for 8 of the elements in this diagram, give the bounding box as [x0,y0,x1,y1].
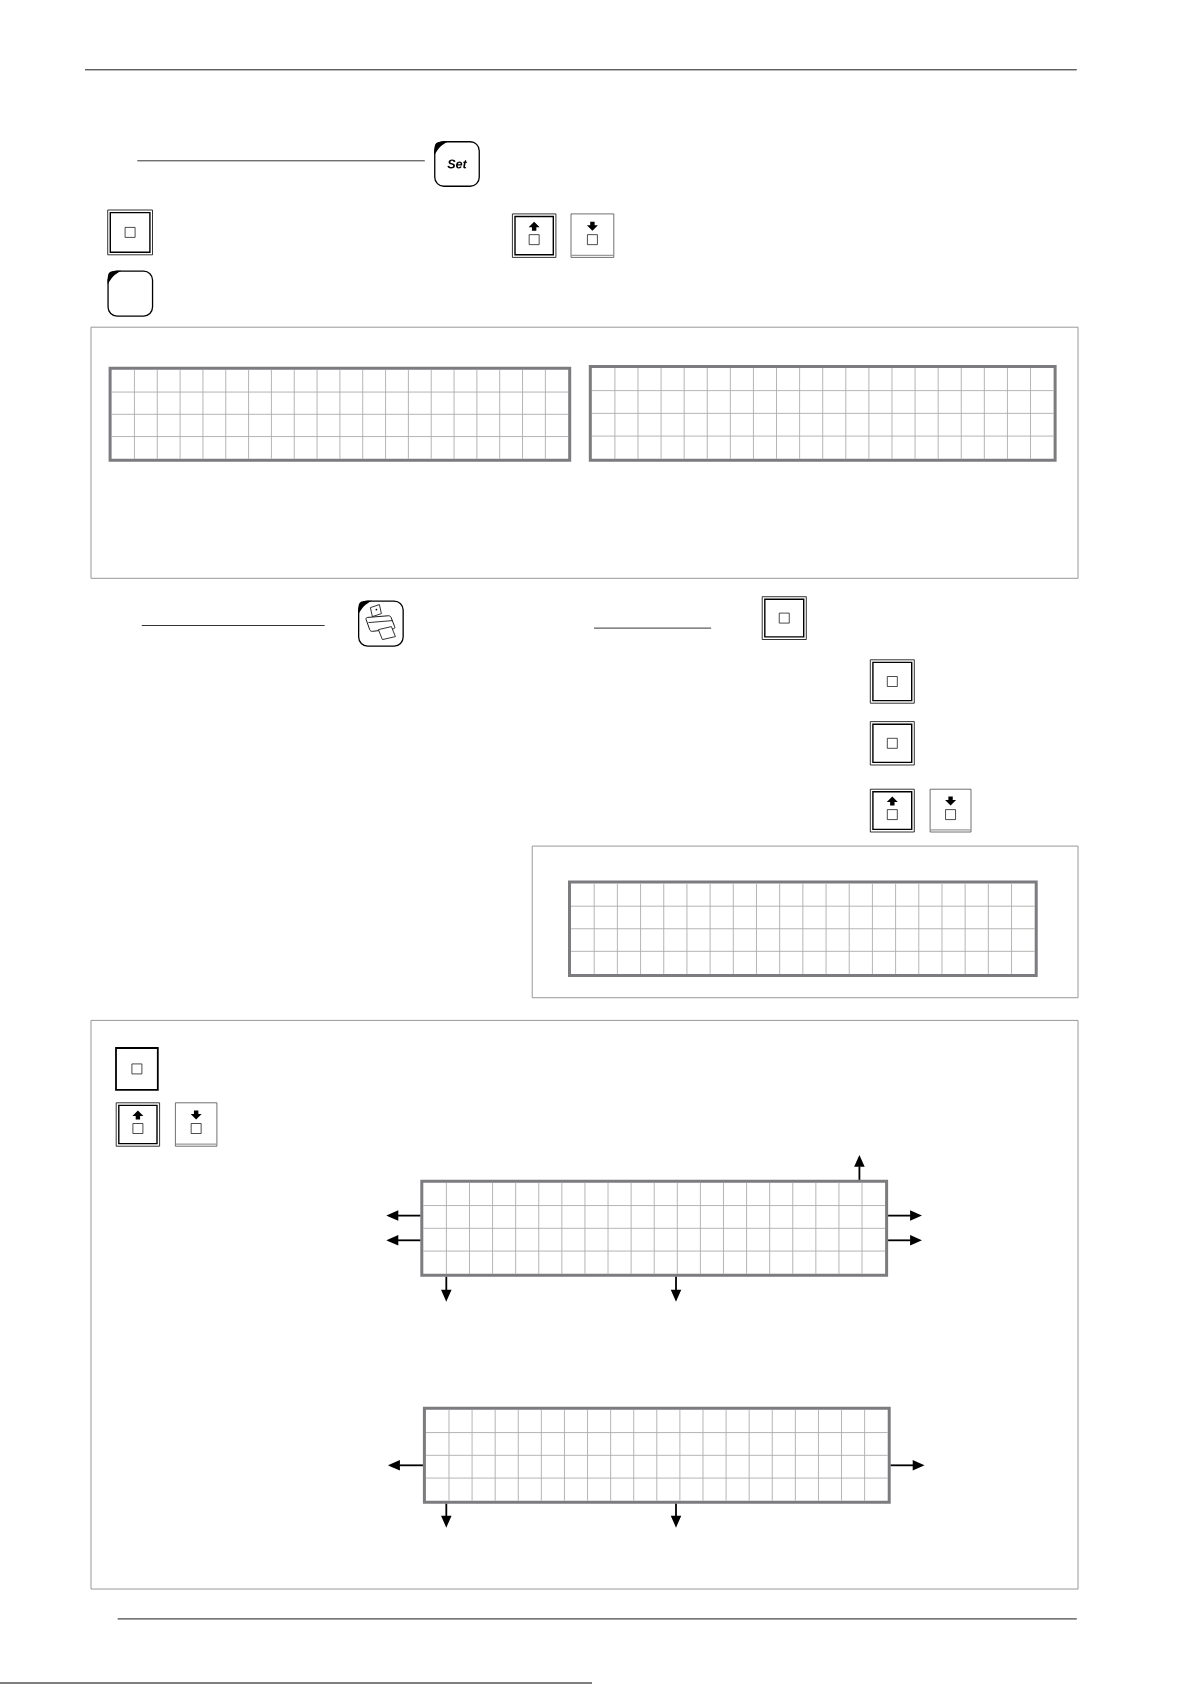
key [107,270,154,317]
lcd-display [420,1179,889,1277]
lcd-display [588,364,1057,462]
printer-key [358,600,404,647]
key: Set [434,141,480,187]
lcd-display [108,366,572,462]
lcd-display [568,880,1038,977]
lcd-display [422,1406,891,1504]
